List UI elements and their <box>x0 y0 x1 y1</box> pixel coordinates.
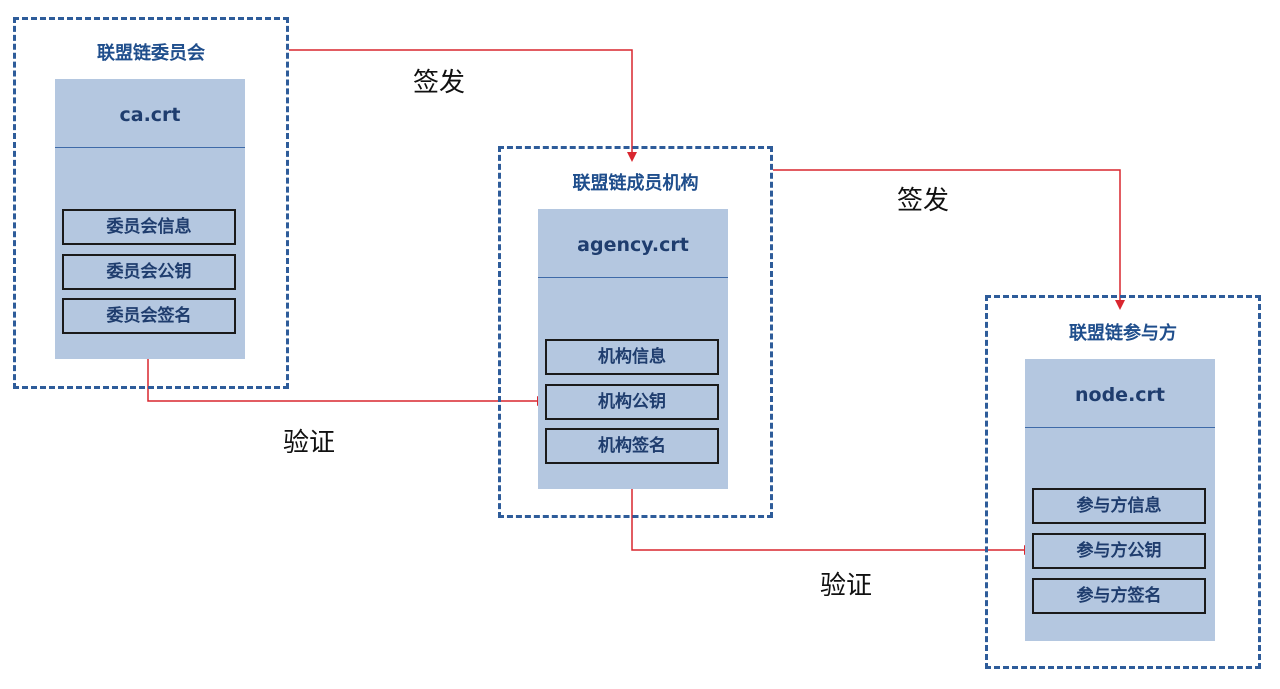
node-group: 联盟链参与方 node.crt 参与方信息 参与方公钥 参与方签名 <box>985 295 1261 669</box>
committee-info-field: 委员会信息 <box>62 209 236 245</box>
node-cert-name: node.crt <box>1025 359 1215 428</box>
verify-label-1: 验证 <box>283 428 336 458</box>
node-pubkey-field: 参与方公钥 <box>1032 533 1206 569</box>
agency-title: 联盟链成员机构 <box>572 173 699 194</box>
committee-signature-field: 委员会签名 <box>62 298 236 334</box>
committee-pubkey-field: 委员会公钥 <box>62 254 236 290</box>
agency-cert-name: agency.crt <box>538 209 728 278</box>
committee-cert: ca.crt 委员会信息 委员会公钥 委员会签名 <box>55 79 245 359</box>
agency-pubkey-field: 机构公钥 <box>545 384 719 420</box>
agency-signature-field: 机构签名 <box>545 428 719 464</box>
committee-group: 联盟链委员会 ca.crt 委员会信息 委员会公钥 委员会签名 <box>13 17 289 389</box>
committee-title: 联盟链委员会 <box>97 43 205 64</box>
agency-info-field: 机构信息 <box>545 339 719 375</box>
node-info-field: 参与方信息 <box>1032 488 1206 524</box>
issue-label-2: 签发 <box>897 186 950 216</box>
agency-group: 联盟链成员机构 agency.crt 机构信息 机构公钥 机构签名 <box>498 146 773 518</box>
committee-cert-name: ca.crt <box>55 79 245 148</box>
verify-label-2: 验证 <box>820 571 873 601</box>
agency-cert: agency.crt 机构信息 机构公钥 机构签名 <box>538 209 728 489</box>
node-title: 联盟链参与方 <box>1069 323 1177 344</box>
node-signature-field: 参与方签名 <box>1032 578 1206 614</box>
issue-label-1: 签发 <box>413 68 466 98</box>
node-cert: node.crt 参与方信息 参与方公钥 参与方签名 <box>1025 359 1215 641</box>
